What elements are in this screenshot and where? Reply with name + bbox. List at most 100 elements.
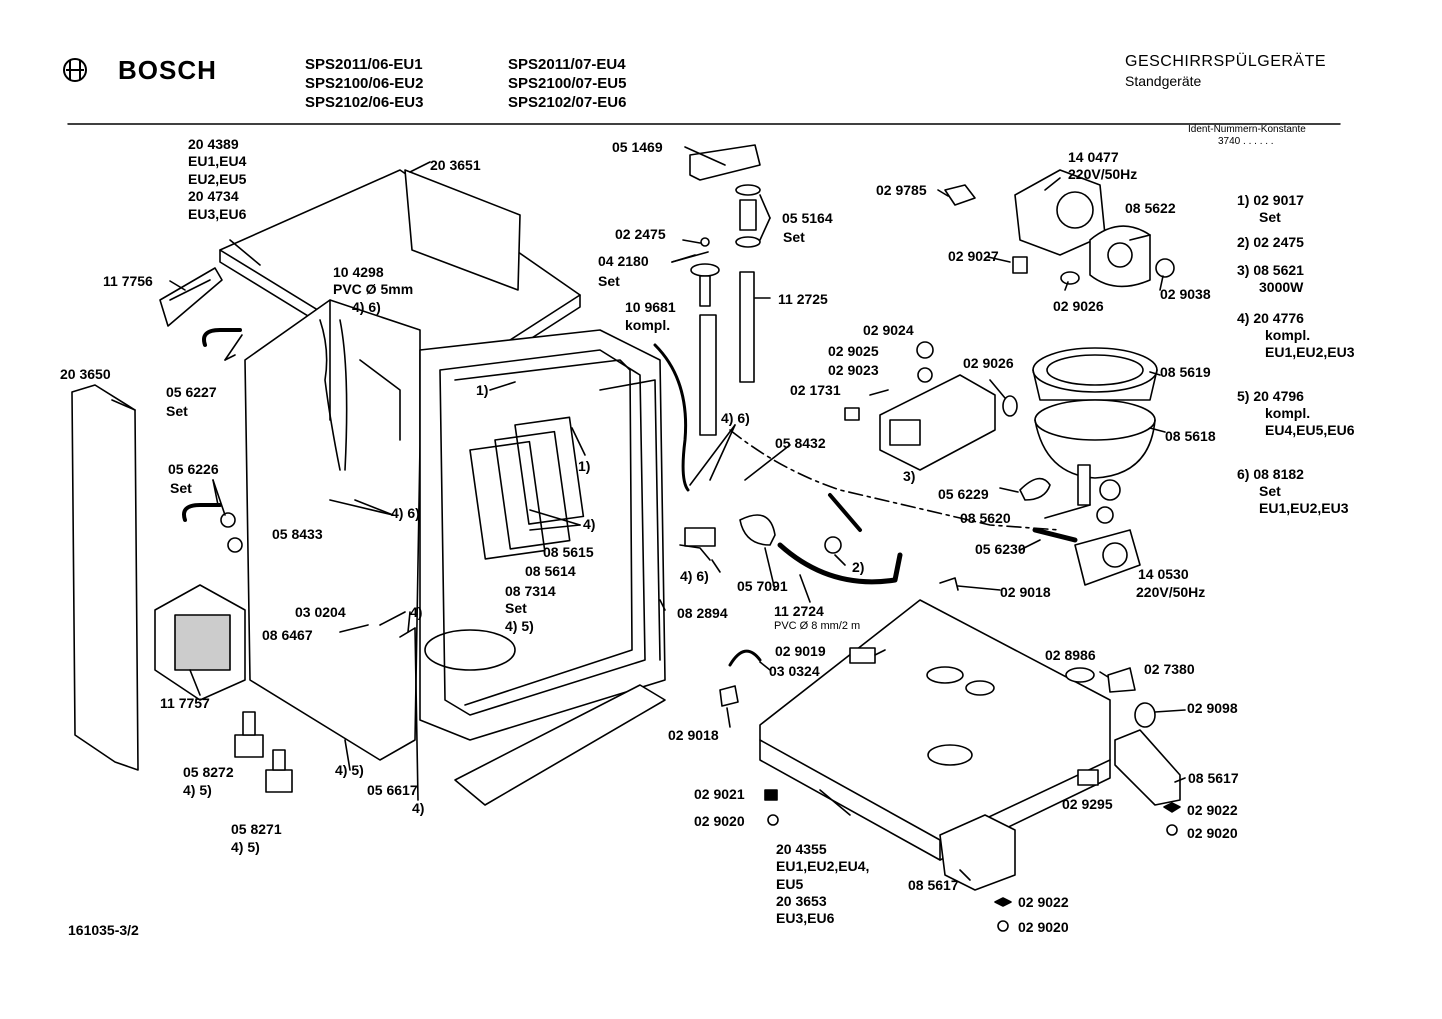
- part-label: 03 0204: [295, 604, 346, 620]
- part-label: 02 9026: [1053, 298, 1104, 314]
- part-label: 220V/50Hz: [1068, 166, 1138, 182]
- legend-item-5: 5) 20 4796 kompl. EU4,EU5,EU6: [1237, 388, 1354, 439]
- part-label: Set: [598, 273, 620, 289]
- part-label: 20 4389: [188, 136, 239, 152]
- part-label: 05 6227: [166, 384, 217, 400]
- legend-number: 4): [1237, 310, 1250, 326]
- part-label: 11 7757: [160, 695, 210, 711]
- part-label: 02 9023: [828, 362, 879, 378]
- part-label: 05 6226: [168, 461, 219, 477]
- model-list-col1: SPS2011/06-EU1 SPS2100/06-EU2 SPS2102/06…: [305, 55, 423, 112]
- model-item: SPS2100/07-EU5: [508, 75, 627, 92]
- part-label: Set: [505, 600, 527, 616]
- part-label: PVC Ø 5mm: [333, 281, 414, 297]
- part-label: 02 2475: [615, 226, 666, 242]
- part-label: 08 7314: [505, 583, 556, 599]
- drawing-number: 161035-3/2: [68, 922, 139, 938]
- part-label: 220V/50Hz: [1136, 584, 1206, 600]
- part-label: EU3,EU6: [776, 910, 835, 926]
- part-label: 02 1731: [790, 382, 841, 398]
- part-label: 05 5164: [782, 210, 833, 226]
- part-label: 1): [476, 382, 489, 398]
- part-label: 4): [410, 604, 423, 620]
- part-label: 08 5617: [908, 877, 959, 893]
- legend-line: Set: [1259, 483, 1281, 499]
- model-item: SPS2102/06-EU3: [305, 94, 424, 111]
- part-label: 08 5622: [1125, 200, 1176, 216]
- legend-item-3: 3) 08 5621 3000W: [1237, 262, 1304, 296]
- part-label: 11 2724: [774, 603, 824, 619]
- part-label: 20 4734: [188, 188, 239, 204]
- part-label: 02 9018: [668, 727, 719, 743]
- part-label: 02 9020: [1018, 919, 1069, 935]
- part-label: EU2,EU5: [188, 171, 247, 187]
- legend-line: 20 4776: [1253, 310, 1304, 326]
- part-label: 4) 6): [352, 299, 381, 315]
- part-label: 1): [578, 458, 591, 474]
- part-label: 05 7091: [737, 578, 788, 594]
- part-label: 14 0530: [1138, 566, 1189, 582]
- ident-label: Ident-Nummern-Konstante: [1188, 124, 1306, 135]
- legend-line: 3000W: [1259, 279, 1304, 295]
- part-label: 08 5619: [1160, 364, 1211, 380]
- part-label: 3): [903, 468, 916, 484]
- model-item: SPS2102/07-EU6: [508, 94, 627, 111]
- part-label: 08 5615: [543, 544, 594, 560]
- part-label: EU1,EU4: [188, 153, 247, 169]
- part-label: 02 9038: [1160, 286, 1211, 302]
- legend-line: 08 5621: [1253, 262, 1304, 278]
- legend-number: 2): [1237, 234, 1250, 250]
- legend-item-2: 2) 02 2475: [1237, 234, 1304, 251]
- part-label: 11 2725: [778, 291, 828, 307]
- legend-number: 6): [1237, 466, 1250, 482]
- legend-item-4: 4) 20 4776 kompl. EU1,EU2,EU3: [1237, 310, 1354, 361]
- legend-line: EU1,EU2,EU3: [1265, 344, 1355, 360]
- part-label: 02 9785: [876, 182, 927, 198]
- legend-line: 02 2475: [1253, 234, 1304, 250]
- part-label: 05 8433: [272, 526, 323, 542]
- part-label: 02 7380: [1144, 661, 1195, 677]
- legend-number: 5): [1237, 388, 1250, 404]
- part-label: EU1,EU2,EU4,: [776, 858, 870, 874]
- part-label: 20 3653: [776, 893, 827, 909]
- part-label: 02 9020: [1187, 825, 1238, 841]
- ident-value: 3740 . . . . . .: [1218, 136, 1274, 147]
- legend-number: 1): [1237, 192, 1250, 208]
- legend-line: EU4,EU5,EU6: [1265, 422, 1355, 438]
- part-label: Set: [166, 403, 188, 419]
- part-label: 4): [412, 800, 425, 816]
- part-label: 02 9022: [1018, 894, 1069, 910]
- legend-line: 20 4796: [1253, 388, 1304, 404]
- part-label: EU3,EU6: [188, 206, 247, 222]
- part-label: 05 6229: [938, 486, 989, 502]
- model-item: SPS2100/06-EU2: [305, 75, 424, 92]
- part-label: 02 9295: [1062, 796, 1113, 812]
- part-label: 05 1469: [612, 139, 663, 155]
- brand-name: BOSCH: [118, 55, 217, 85]
- part-label: 14 0477: [1068, 149, 1119, 165]
- model-list-col2: SPS2011/07-EU4 SPS2100/07-EU5 SPS2102/07…: [508, 55, 626, 112]
- part-label: 4) 5): [505, 618, 534, 634]
- part-label: 4) 6): [721, 410, 750, 426]
- part-label: 02 8986: [1045, 647, 1096, 663]
- legend-line: kompl.: [1265, 327, 1311, 343]
- part-label: 4) 6): [391, 505, 420, 521]
- part-label: Set: [783, 229, 805, 245]
- part-label: 08 5617: [1188, 770, 1239, 786]
- part-label: 4) 6): [680, 568, 709, 584]
- part-label: 03 0324: [769, 663, 820, 679]
- model-item: SPS2011/06-EU1: [305, 56, 423, 73]
- part-label: 4) 5): [231, 839, 260, 855]
- part-label: 20 3651: [430, 157, 481, 173]
- part-label: 05 8432: [775, 435, 826, 451]
- part-label: 08 5618: [1165, 428, 1216, 444]
- part-label: 02 9027: [948, 248, 999, 264]
- legend-item-1: 1) 02 9017 Set: [1237, 192, 1304, 226]
- category-title: GESCHIRRSPÜLGERÄTE: [1125, 53, 1327, 70]
- part-label: 02 9019: [775, 643, 826, 659]
- legend-line: EU1,EU2,EU3: [1259, 500, 1349, 516]
- part-label: 05 8272: [183, 764, 234, 780]
- part-label: 11 7756: [103, 273, 153, 289]
- part-label: 02 9020: [694, 813, 745, 829]
- part-label: 08 6467: [262, 627, 313, 643]
